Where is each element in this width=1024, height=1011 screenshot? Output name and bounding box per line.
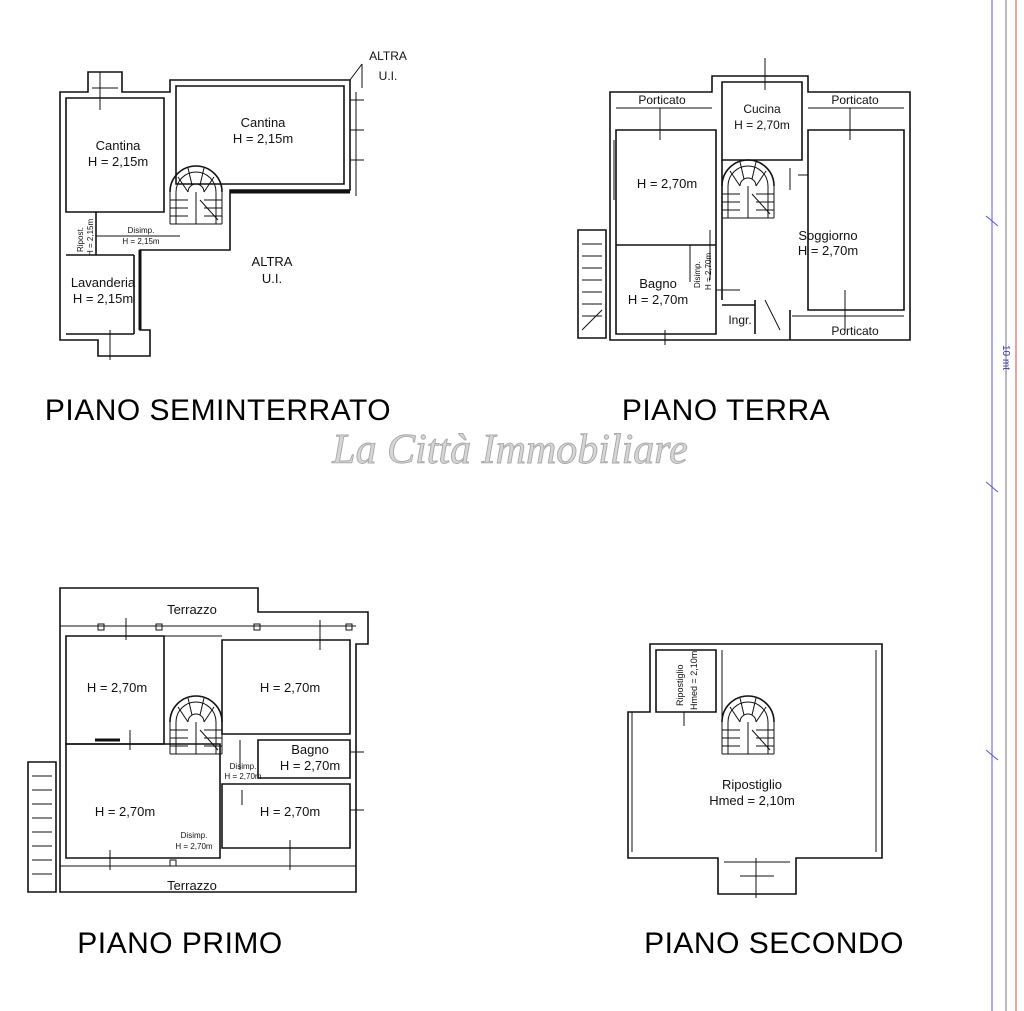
camera-1-height: H = 2,70m [87,680,147,695]
ripostiglio-small-height: Hmed = 2,10m [689,651,699,710]
watermark-text: La Città Immobiliare [331,427,687,473]
soggiorno-height: H = 2,70m [798,243,858,258]
title-piano-primo: PIANO PRIMO [77,927,283,960]
cantina-1-label: Cantina [96,138,142,153]
camera-3-height: H = 2,70m [95,804,155,819]
bagno-height: H = 2,70m [280,758,340,773]
scale-label: 10 mt [1000,345,1011,370]
disimpegno-label: Disimp. [128,226,155,235]
camera-4-height: H = 2,70m [260,804,320,819]
scale-bar: 10 mt [985,0,1017,1011]
bagno-height: H = 2,70m [628,292,688,307]
ripostiglio-small-label: Ripostiglio [675,664,685,706]
ingresso-label: Ingr. [728,313,751,327]
camera-height: H = 2,70m [637,176,697,191]
bagno-label: Bagno [639,276,677,291]
camera-2-height: H = 2,70m [260,680,320,695]
disimpegno-1-label: Disimp. [230,762,257,771]
plan-seminterrato: ALTRA U.I. Cantina H = 2,15m Cantina H =… [59,49,407,360]
plan-secondo: Ripostiglio Hmed = 2,10m Ripostiglio Hme… [627,643,883,898]
porticato-3-label: Porticato [831,324,879,338]
ripostiglio-label: Ripost. [76,227,85,252]
altra-ui-mid-line1: ALTRA [252,254,293,269]
ripostiglio-label: Ripostiglio [722,777,782,792]
altra-ui-top-line1: ALTRA [369,49,407,63]
title-piano-terra: PIANO TERRA [622,394,830,427]
ripostiglio-height: H = 2,15m [86,219,95,256]
cantina-2-height: H = 2,15m [233,131,293,146]
terrazzo-bottom-label: Terrazzo [167,878,217,893]
cantina-2-label: Cantina [241,115,287,130]
bagno-label: Bagno [291,742,329,757]
altra-ui-top-line2: U.I. [379,69,398,83]
title-piano-secondo: PIANO SECONDO [644,927,904,960]
porticato-2-label: Porticato [831,93,879,107]
porticato-1-label: Porticato [638,93,686,107]
disimpegno-label: Disimp. [693,261,702,288]
lavanderia-label: Lavanderia [71,275,136,290]
plan-terra: Porticato Porticato Cucina H = 2,70m H =… [577,58,911,345]
altra-ui-mid-line2: U.I. [262,271,282,286]
cucina-label: Cucina [743,102,781,116]
lavanderia-height: H = 2,15m [73,291,133,306]
title-piano-seminterrato: PIANO SEMINTERRATO [45,394,391,427]
disimpegno-2-height: H = 2,70m [175,842,212,851]
plan-primo: Terrazzo H = 2,70m H = 2,70m Bagno H = 2… [27,587,369,893]
disimpegno-2-label: Disimp. [181,831,208,840]
disimpegno-height: H = 2,15m [122,237,159,246]
soggiorno-label: Soggiorno [798,228,857,243]
disimpegno-height: H = 2,70m [704,253,713,290]
cantina-1-height: H = 2,15m [88,154,148,169]
ripostiglio-height: Hmed = 2,10m [709,793,795,808]
terrazzo-top-label: Terrazzo [167,602,217,617]
cucina-height: H = 2,70m [734,118,790,132]
disimpegno-1-height: H = 2,70m [224,772,261,781]
